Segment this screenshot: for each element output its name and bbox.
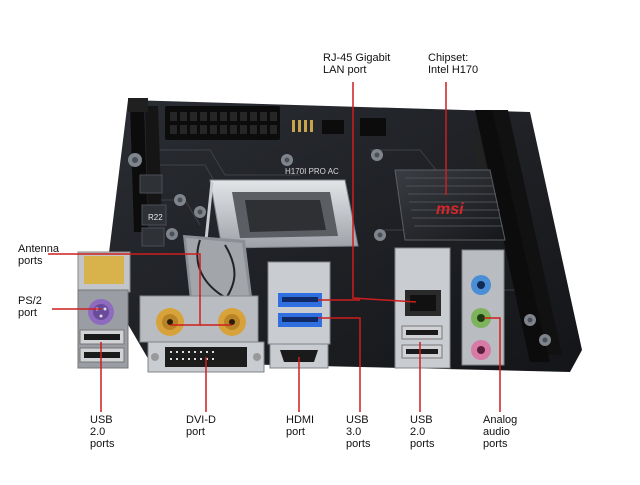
chipset-callout: Chipset: Intel H170 <box>428 52 478 76</box>
antenna-callout: Antenna ports <box>18 243 59 267</box>
hdmi-callout-line-1: HDMI <box>286 414 315 426</box>
audio-callout: Analog audio ports <box>483 414 517 450</box>
antenna-callout-line-1: Antenna <box>18 243 59 255</box>
rj45-lan-callout-line-2: LAN port <box>323 64 367 76</box>
board-model-marking: H170I PRO AC <box>285 167 339 176</box>
cpu-socket <box>203 179 359 251</box>
dvid-callout-line-1: DVI-D <box>186 414 216 426</box>
callout-line-rj45 <box>352 82 417 303</box>
r22-silk-label: R22 <box>148 213 163 222</box>
audio-callout-line-3: ports <box>483 438 508 450</box>
front-panel-header <box>292 120 313 132</box>
wifi-module <box>183 235 253 305</box>
usb3-callout-line-3: ports <box>346 438 371 450</box>
chipset-heatsink <box>394 169 506 241</box>
callout-lines <box>48 82 501 412</box>
audio-jacks <box>461 249 505 366</box>
rj45-lan-callout: RJ-45 Gigabit LAN port <box>323 52 390 76</box>
usb2-left-callout-line-2: 2.0 <box>90 426 106 438</box>
callout-line-audio <box>484 317 501 412</box>
ps2-callout-line-1: PS/2 <box>18 295 42 307</box>
msi-logo: msi <box>436 201 464 218</box>
usb3-callout: USB 3.0 ports <box>346 414 370 450</box>
rj45-lan-callout-line-1: RJ-45 Gigabit <box>323 52 391 64</box>
hdmi-callout-line-2: port <box>286 426 305 438</box>
usb3-callout-line-1: USB <box>346 414 369 426</box>
power-chokes <box>139 174 167 247</box>
capacitors <box>128 149 551 346</box>
antenna-connectors <box>139 295 259 343</box>
usb2-right-callout-line-2: 2.0 <box>410 426 426 438</box>
hdmi-callout: HDMI port <box>286 414 314 438</box>
dvid-callout-line-2: port <box>186 426 205 438</box>
sata-connector <box>322 120 344 134</box>
chipset-callout-line-1: Chipset: <box>428 52 469 64</box>
usb2-left-callout-line-3: ports <box>90 438 115 450</box>
usb2-right-callout: USB 2.0 ports <box>410 414 434 450</box>
usb2-ports-left <box>79 329 125 363</box>
ps2-port <box>88 299 114 325</box>
atx-power-connector <box>165 106 280 140</box>
usb2-left-callout: USB 2.0 ports <box>90 414 114 450</box>
audio-callout-line-1: Analog <box>483 414 518 426</box>
audio-callout-line-2: audio <box>483 426 510 438</box>
antenna-callout-line-2: ports <box>18 255 43 267</box>
sata-connector-2 <box>360 118 386 136</box>
callout-line-usb3 <box>318 317 361 412</box>
ps2-callout: PS/2 port <box>18 295 42 319</box>
usb2-left-callout-line-1: USB <box>90 414 113 426</box>
usb3-ports <box>267 261 331 345</box>
callout-line-antenna <box>48 253 201 326</box>
usb2-right-callout-line-3: ports <box>410 438 435 450</box>
rj45-usb-stack <box>394 247 451 369</box>
usb3-callout-line-2: 3.0 <box>346 426 362 438</box>
usb2-right-callout-line-1: USB <box>410 414 433 426</box>
chipset-callout-line-2: Intel H170 <box>428 64 479 76</box>
ps2-callout-line-2: port <box>18 307 37 319</box>
dvid-callout: DVI-D port <box>186 414 216 438</box>
